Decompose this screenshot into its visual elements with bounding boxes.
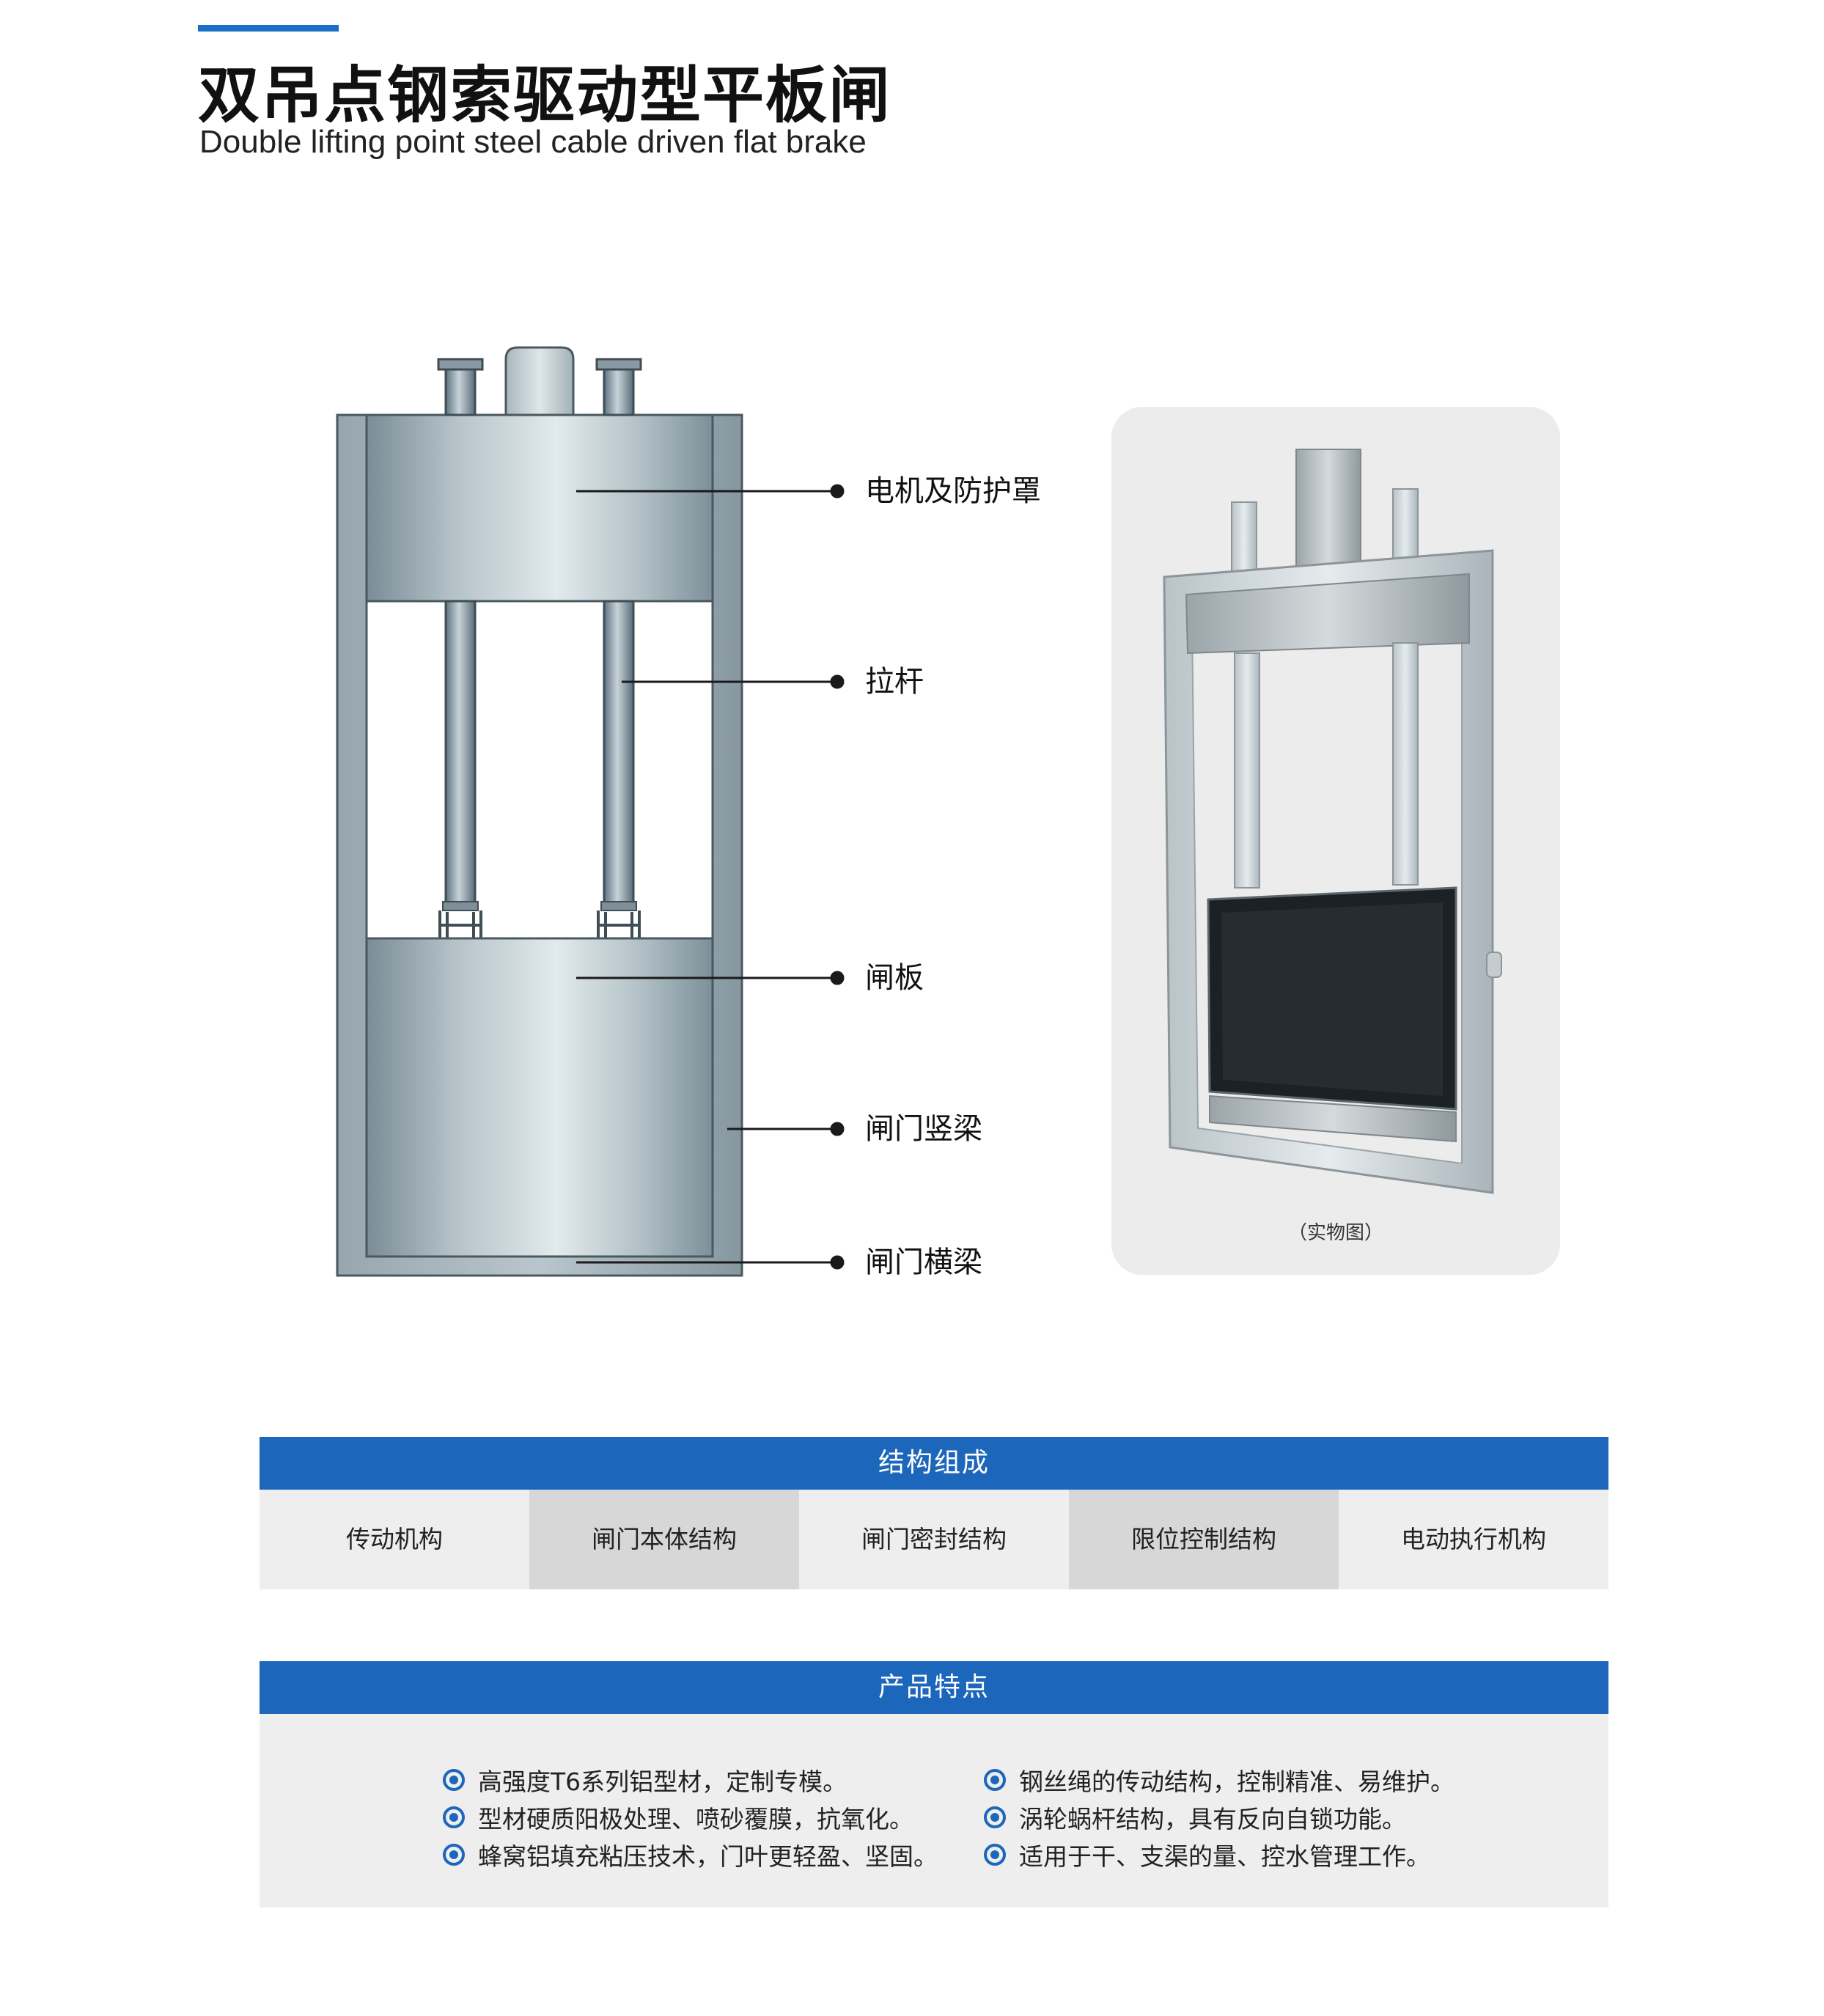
photo-caption: （实物图） bbox=[1287, 1222, 1383, 1244]
structure-item: 限位控制结构 bbox=[1069, 1490, 1339, 1589]
features-left-column: 高强度T6系列铝型材，定制专模。 型材硬质阳极处理、喷砂覆膜，抗氧化。 蜂窝铝填… bbox=[443, 1761, 938, 1873]
bullet-icon bbox=[984, 1768, 1006, 1791]
gate-plate bbox=[365, 937, 714, 1258]
bullet-icon bbox=[984, 1843, 1006, 1866]
features-box: 高强度T6系列铝型材，定制专模。 型材硬质阳极处理、喷砂覆膜，抗氧化。 蜂窝铝填… bbox=[260, 1714, 1608, 1908]
structure-row: 传动机构 闸门本体结构 闸门密封结构 限位控制结构 电动执行机构 bbox=[260, 1490, 1608, 1589]
bullet-icon bbox=[984, 1806, 1006, 1828]
feature-item: 适用于干、支渠的量、控水管理工作。 bbox=[984, 1836, 1455, 1873]
features-right-column: 钢丝绳的传动结构，控制精准、易维护。 涡轮蜗杆结构，具有反向自锁功能。 适用于干… bbox=[984, 1761, 1455, 1873]
bullet-icon bbox=[443, 1843, 465, 1866]
feature-item: 蜂窝铝填充粘压技术，门叶更轻盈、坚固。 bbox=[443, 1836, 938, 1873]
gate-schematic-diagram bbox=[336, 346, 845, 1277]
structure-item: 传动机构 bbox=[260, 1490, 529, 1589]
features-header: 产品特点 bbox=[260, 1661, 1608, 1714]
feature-item: 钢丝绳的传动结构，控制精准、易维护。 bbox=[984, 1761, 1455, 1798]
feature-item: 高强度T6系列铝型材，定制专模。 bbox=[443, 1761, 938, 1798]
label-pull-rod: 拉杆 bbox=[865, 665, 924, 699]
page-subtitle: Double lifting point steel cable driven … bbox=[199, 124, 867, 160]
pull-rods bbox=[437, 358, 642, 938]
page-title: 双吊点钢索驱动型平板闸 bbox=[198, 59, 892, 131]
structure-item: 闸门本体结构 bbox=[529, 1490, 799, 1589]
feature-item: 型材硬质阳极处理、喷砂覆膜，抗氧化。 bbox=[443, 1798, 938, 1836]
structure-item: 电动执行机构 bbox=[1339, 1490, 1608, 1589]
accent-line bbox=[198, 25, 339, 32]
structure-item: 闸门密封结构 bbox=[799, 1490, 1069, 1589]
feature-item: 涡轮蜗杆结构，具有反向自锁功能。 bbox=[984, 1798, 1455, 1836]
bullet-icon bbox=[443, 1806, 465, 1828]
structure-header: 结构组成 bbox=[260, 1437, 1608, 1490]
label-gate-plate: 闸板 bbox=[865, 961, 924, 995]
callout-lines bbox=[576, 484, 845, 1270]
bullet-icon bbox=[443, 1768, 465, 1791]
product-photo-card: （实物图） bbox=[1111, 407, 1560, 1275]
label-motor: 电机及防护罩 bbox=[865, 474, 1041, 508]
label-horizontal-beam: 闸门横梁 bbox=[865, 1246, 982, 1279]
label-vertical-beam: 闸门竖梁 bbox=[865, 1112, 982, 1146]
motor-housing bbox=[365, 346, 714, 603]
product-photo bbox=[1163, 449, 1502, 1194]
